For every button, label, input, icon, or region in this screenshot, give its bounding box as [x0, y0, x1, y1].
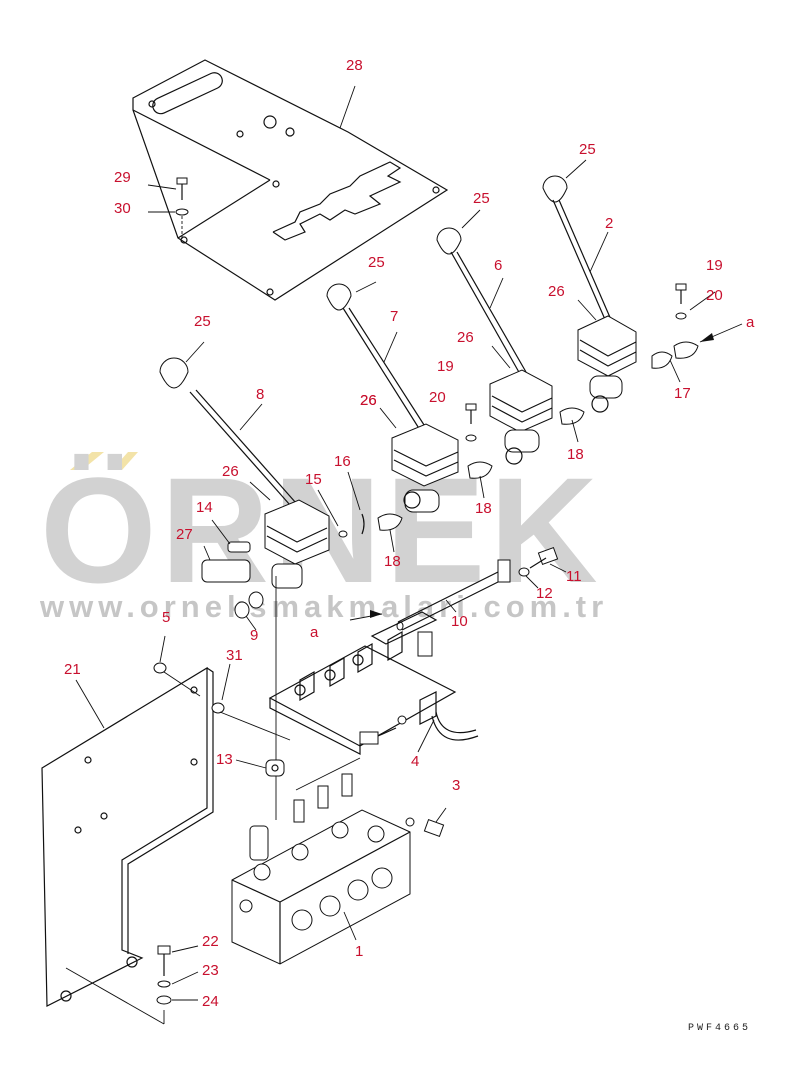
- rod-10: [396, 546, 559, 631]
- part-label: 25: [368, 254, 385, 271]
- lever-7: [326, 283, 459, 513]
- part-label: 26: [222, 463, 239, 480]
- part-label: 20: [429, 389, 446, 406]
- part-label: 18: [475, 500, 492, 517]
- part-label: 21: [64, 661, 81, 678]
- leader-lines: [75, 85, 716, 1001]
- bracket-21: [41, 662, 291, 1025]
- top-plate: [132, 59, 449, 301]
- watermark-accent-right: [112, 452, 138, 470]
- part-label: 18: [384, 553, 401, 570]
- part-label: 18: [567, 446, 584, 463]
- part-label: 24: [202, 993, 219, 1010]
- small-parts-left: [201, 513, 365, 619]
- part-label: 22: [202, 933, 219, 950]
- watermark-url-text: www.orneksmakmalari.com.tr: [39, 589, 608, 624]
- watermark-accent-left: [70, 452, 104, 470]
- part-label: 25: [194, 313, 211, 330]
- part-label: 26: [360, 392, 377, 409]
- part-label: 2: [605, 215, 613, 232]
- part-label: 3: [452, 777, 460, 794]
- part-label: 11: [566, 568, 582, 585]
- part-label: 31: [226, 647, 243, 664]
- part-label: 5: [162, 609, 170, 626]
- part-label: 26: [548, 283, 565, 300]
- part-label: 13: [216, 751, 233, 768]
- part-label: 30: [114, 200, 131, 217]
- drawing-code: PWF4665: [688, 1023, 751, 1034]
- part-label: 26: [457, 329, 474, 346]
- link-13: [265, 759, 285, 777]
- valve-body-1: [231, 757, 445, 965]
- part-label: a: [310, 624, 319, 641]
- part-label: 14: [196, 499, 213, 516]
- part-label: 10: [451, 613, 468, 630]
- part-label: 26: [360, 392, 377, 409]
- lever-6: [436, 227, 553, 465]
- part-label: 19: [437, 358, 454, 375]
- part-label: 8: [256, 386, 264, 403]
- part-label: 25: [473, 190, 490, 207]
- part-label: 7: [390, 308, 398, 325]
- lever-8: [159, 357, 330, 589]
- part-label: 4: [411, 753, 419, 770]
- part-label: 23: [202, 962, 219, 979]
- bolt-29: [147, 177, 189, 240]
- part-label: 29: [114, 169, 131, 186]
- part-label: 25: [579, 141, 596, 158]
- part-labels: 28 29 30 25 2 25 6 25 7 19 20 26 26 17 2…: [64, 57, 755, 1010]
- clamps: [377, 283, 743, 531]
- part-label: 9: [250, 627, 258, 644]
- part-label: 12: [536, 585, 553, 602]
- linkage-bracket: [268, 576, 479, 820]
- part-label: 17: [674, 385, 691, 402]
- part-label: 28: [346, 57, 363, 74]
- part-label: 16: [334, 453, 351, 470]
- part-label: 20: [706, 287, 723, 304]
- part-label: 19: [706, 257, 723, 274]
- part-label: a: [746, 314, 755, 331]
- part-label: 15: [305, 471, 322, 488]
- part-label: 1: [355, 943, 363, 960]
- bolt-22: [156, 945, 172, 1005]
- part-label: 27: [176, 526, 193, 543]
- lever-2: [542, 175, 637, 413]
- part-label: 6: [494, 257, 502, 274]
